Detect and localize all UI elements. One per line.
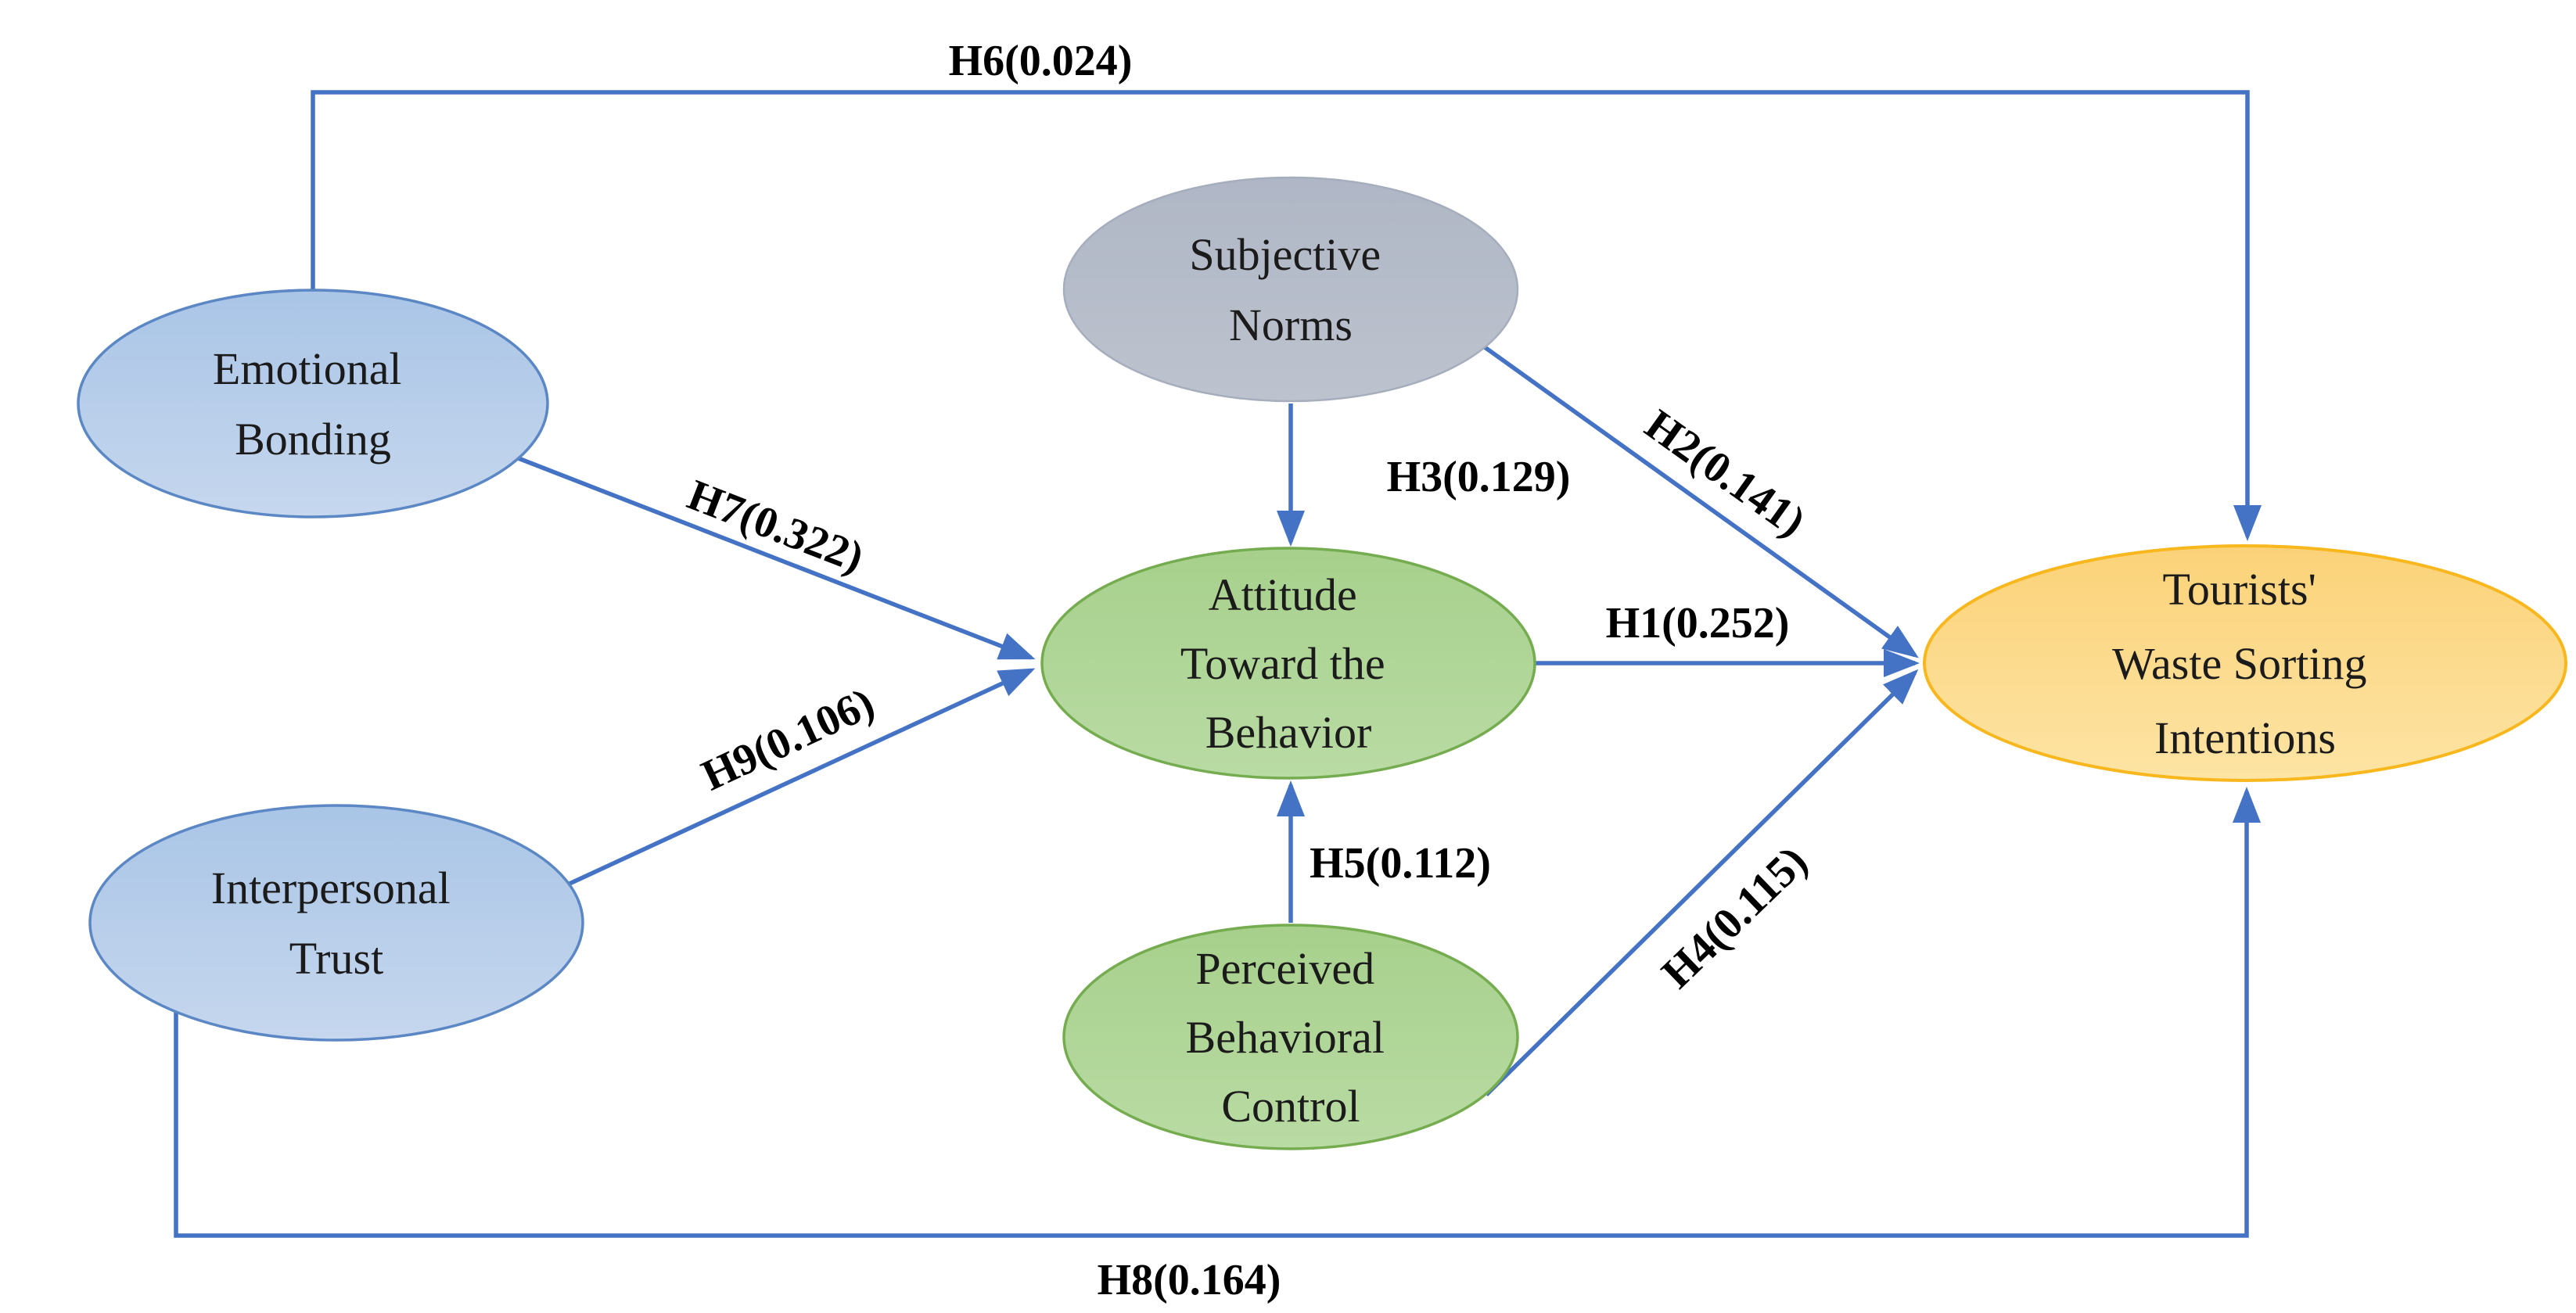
- node-subjective-norms-shape: [1062, 176, 1519, 403]
- edge-h8-arrow: [174, 787, 2261, 1238]
- node-interpersonal-trust-shape: [88, 804, 584, 1042]
- node-perceived-behavioral-control-label: Perceived Behavioral Control: [1186, 943, 1396, 1132]
- edge-h7-arrow: [516, 455, 1036, 660]
- node-attitude-toward-behavior-label: Attitude Toward the Behavior: [1180, 569, 1396, 758]
- node-interpersonal-trust-label: Interpersonal Trust: [211, 863, 462, 984]
- node-perceived-behavioral-control: Perceived Behavioral Control: [1062, 924, 1519, 1150]
- node-emotional-bonding: Emotional Bonding: [77, 289, 549, 518]
- node-subjective-norms: Subjective Norms: [1062, 176, 1519, 403]
- edge-h6-arrow: [311, 90, 2262, 541]
- node-perceived-behavioral-control-shape: [1062, 924, 1519, 1150]
- node-attitude-toward-behavior: Attitude Toward the Behavior: [1040, 547, 1536, 780]
- edge-h3-label: H3(0.129): [1387, 453, 1571, 501]
- edge-h2-arrow: [1483, 345, 1919, 658]
- node-subjective-norms-label: Subjective Norms: [1189, 229, 1392, 350]
- edge-h8-label: H8(0.164): [1098, 1256, 1281, 1304]
- edge-h4-arrow: [1485, 669, 1919, 1096]
- node-attitude-toward-behavior-shape: [1040, 547, 1536, 780]
- node-emotional-bonding-shape: [77, 289, 549, 518]
- node-interpersonal-trust: Interpersonal Trust: [88, 804, 584, 1042]
- node-tourists-waste-sorting-intentions-label: Tourists' Waste Sorting Intentions: [2112, 564, 2378, 763]
- node-emotional-bonding-label: Emotional Bonding: [213, 343, 413, 465]
- node-tourists-waste-sorting-intentions-shape: [1923, 544, 2567, 782]
- edge-h6-label: H6(0.024): [949, 37, 1133, 85]
- edge-h1-label: H1(0.252): [1606, 599, 1790, 648]
- edge-h5-label: H5(0.112): [1310, 839, 1491, 888]
- edge-h9-arrow: [568, 668, 1036, 886]
- node-tourists-waste-sorting-intentions: Tourists' Waste Sorting Intentions: [1923, 544, 2567, 782]
